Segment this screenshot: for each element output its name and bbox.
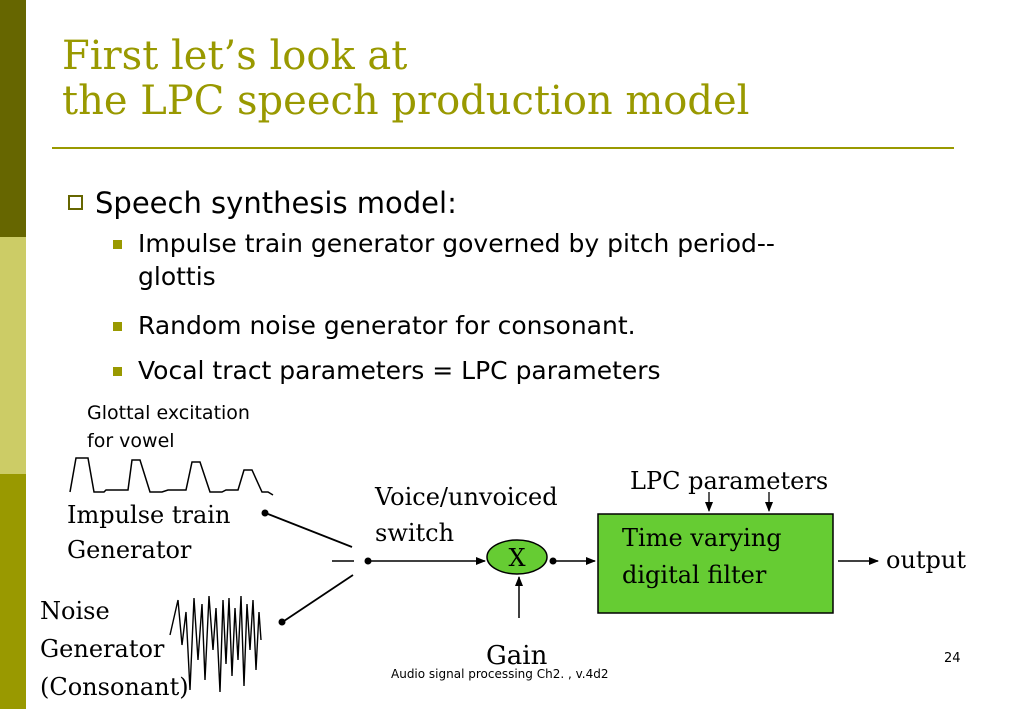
lpc-parameters-label: LPC parameters [630,467,828,495]
noise-generator-label-line-1: Noise [40,597,110,625]
glottal-label-line-2: for vowel [87,430,175,452]
slide-title: First let’s look at the LPC speech produ… [62,34,749,124]
side-bar-dark [0,0,26,237]
noise-connection-line [283,574,354,622]
output-label: output [886,546,966,574]
side-bar-light [0,237,26,474]
multiplier-label: X [508,544,525,572]
subbullet-text: Random noise generator for consonant. [138,311,636,340]
hollow-square-bullet-icon [68,195,83,210]
multiplier-output-node [549,557,557,565]
multiplier-node [486,539,548,575]
impulse-output-node [261,509,269,517]
impulse-connection-line [267,513,353,548]
noise-output-node [278,618,286,626]
gain-label: Gain [486,641,548,671]
title-underline [52,147,954,149]
switch-label-line-2: switch [375,519,454,547]
square-bullet-icon [113,322,122,331]
noise-waveform-icon [169,595,262,693]
subbullet-text: Vocal tract parameters = LPC parameters [138,356,661,385]
bullet-text: Speech synthesis model: [95,186,457,220]
title-line-1: First let’s look at [62,33,408,79]
side-bar-mid [0,474,26,709]
slide-footer: Audio signal processing Ch2. , v.4d2 [391,667,609,681]
noise-generator-label-line-3: (Consonant) [40,673,189,701]
square-bullet-icon [113,240,122,249]
switch-node [364,557,372,565]
subbullet-text: Impulse train generator governed by pitc… [138,227,775,293]
switch-label-line-1: Voice/unvoiced [374,483,558,511]
noise-generator-label-line-2: Generator [40,635,165,663]
glottal-waveform-icon [69,457,274,496]
subbullet-line-1: Impulse train generator governed by pitc… [138,229,775,258]
impulse-generator-label-line-2: Generator [67,536,192,564]
filter-label-line-1: Time varying [622,524,782,552]
digital-filter-block [597,513,834,614]
title-line-2: the LPC speech production model [62,78,750,124]
glottal-label-line-1: Glottal excitation [87,402,250,424]
page-number: 24 [944,651,961,666]
subbullet-line-2: glottis [138,262,216,291]
impulse-generator-label-line-1: Impulse train [67,501,230,529]
square-bullet-icon [113,367,122,376]
filter-label-line-2: digital filter [622,561,767,589]
